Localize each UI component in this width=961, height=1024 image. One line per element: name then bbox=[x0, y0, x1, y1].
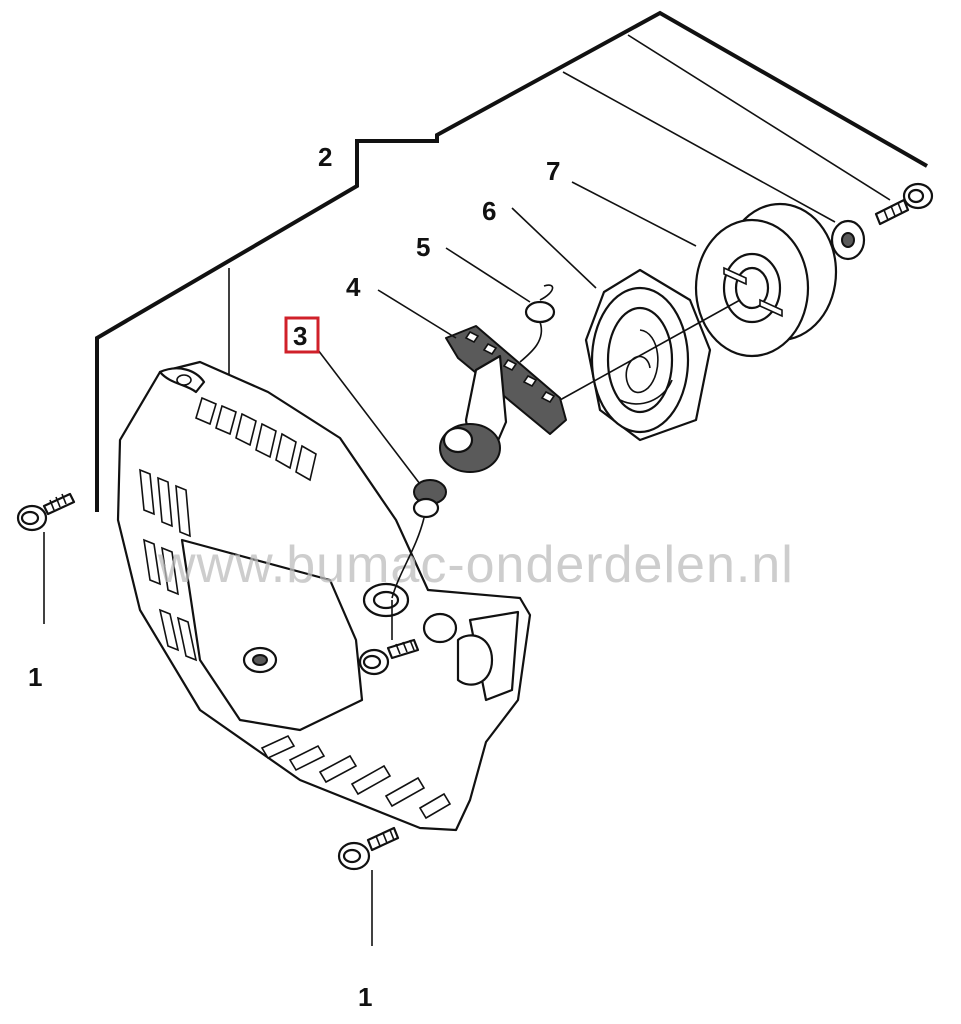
rope-guide bbox=[391, 479, 447, 640]
rope-knot bbox=[519, 284, 556, 363]
starter-handle bbox=[439, 325, 567, 473]
label-pulley: 7 bbox=[546, 156, 560, 186]
screw-top-right bbox=[874, 182, 934, 226]
highlight-box bbox=[284, 316, 320, 354]
housing-bottom-vents bbox=[260, 734, 452, 820]
watermark-text: www.bumac-onderdelen.nl bbox=[157, 536, 794, 594]
screw-left bbox=[16, 492, 76, 624]
label-grommet: 5 bbox=[416, 232, 430, 262]
assembly-bracket bbox=[95, 10, 928, 512]
label-spring: 6 bbox=[482, 196, 496, 226]
screw-middle bbox=[358, 638, 420, 676]
pulley bbox=[694, 202, 838, 358]
washer bbox=[830, 219, 866, 261]
label-bracket: 2 bbox=[318, 142, 332, 172]
label-screw-left: 1 bbox=[28, 662, 42, 692]
label-screw-bottom: 1 bbox=[358, 982, 372, 1012]
housing-top-vents bbox=[195, 396, 317, 482]
label-handle: 4 bbox=[346, 272, 361, 302]
screw-bottom bbox=[337, 826, 400, 946]
leader-lines bbox=[317, 181, 741, 485]
recoil-spring bbox=[584, 268, 712, 442]
label-cable: 3 bbox=[293, 321, 307, 351]
starter-housing bbox=[116, 360, 532, 832]
